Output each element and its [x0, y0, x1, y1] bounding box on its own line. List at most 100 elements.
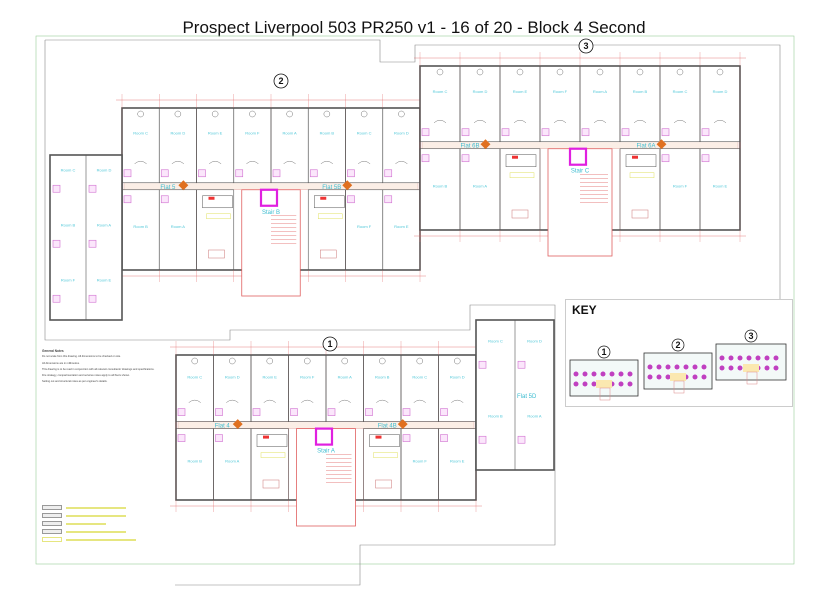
key-room-marker	[764, 365, 770, 371]
note: Setting out and structural notes as per …	[42, 380, 108, 384]
key-room-marker	[582, 371, 588, 377]
room-label: Room D	[171, 130, 186, 135]
key-room-marker	[647, 364, 653, 370]
bathroom-pod	[347, 195, 355, 204]
key-stair	[673, 380, 685, 394]
dining-table	[320, 249, 337, 259]
bathroom-pod	[661, 154, 670, 163]
riser-shaft	[568, 147, 588, 166]
bed	[263, 399, 276, 403]
flat-label: Flat 5	[160, 185, 176, 191]
key-stair	[599, 387, 611, 401]
kitchen-counter	[369, 434, 400, 447]
chair	[416, 357, 423, 365]
kitchen-counter	[625, 154, 657, 167]
stair-core	[547, 148, 613, 257]
stair-core	[296, 428, 356, 527]
room-label: Room E	[208, 130, 223, 135]
kitchen-counter	[256, 434, 288, 447]
key-block-number: 3	[748, 331, 753, 341]
bed	[633, 119, 647, 123]
flat-label: Flat 5D	[517, 394, 537, 400]
bathroom-pod	[215, 434, 223, 442]
bathroom-pod	[52, 184, 61, 193]
bathroom-pod	[160, 195, 169, 204]
room-label: Room D	[97, 168, 112, 173]
room-label: Room E	[513, 89, 528, 94]
room-label: Room B	[320, 130, 335, 135]
legend-row	[42, 521, 172, 526]
kitchen-annotation	[260, 452, 286, 458]
key-room-marker	[573, 381, 579, 387]
room-label: Room D	[394, 130, 409, 135]
chair	[266, 357, 273, 365]
key-room-marker	[618, 381, 624, 387]
bathroom-pod	[661, 128, 670, 137]
note: This drawing is to be read in conjunctio…	[42, 367, 155, 371]
bathroom-pod	[478, 360, 487, 369]
bed	[433, 119, 447, 123]
key-room-marker	[746, 355, 752, 361]
legend-row	[42, 537, 172, 542]
dining-table	[208, 249, 225, 259]
room-label: Room D	[713, 89, 728, 94]
room-label: Room F	[553, 89, 568, 94]
kitchen-counter	[314, 195, 345, 209]
chair	[556, 68, 564, 76]
room-label: Room D	[527, 339, 542, 344]
bathroom-pod	[581, 128, 590, 137]
key-room-marker	[627, 371, 633, 377]
block-number-circle	[322, 336, 338, 352]
key-diagram: 123	[569, 329, 787, 401]
chair	[191, 357, 198, 365]
bathroom-pod	[88, 239, 97, 248]
flat-label: Flat 6B	[460, 144, 479, 150]
bathroom-pod	[461, 154, 470, 163]
bathroom-pod	[235, 169, 244, 178]
key-stair	[746, 371, 758, 385]
key-room-marker	[600, 371, 606, 377]
room-label: Room F	[357, 224, 372, 229]
legend-row	[42, 513, 172, 518]
key-block	[715, 343, 787, 381]
kitchen	[363, 428, 402, 501]
chair	[596, 68, 604, 76]
fire-point-marker	[397, 419, 408, 430]
bed	[320, 161, 334, 164]
room-label: Room C	[412, 375, 427, 380]
room-label: Room C	[61, 168, 76, 173]
key-kitchen	[596, 380, 612, 388]
room-label: Room A	[97, 223, 112, 228]
hob	[512, 155, 518, 159]
general-notes: General Notes Do not scale from this dra…	[42, 349, 172, 387]
chair	[379, 357, 386, 365]
sheet-border	[35, 35, 795, 565]
key-title: KEY	[572, 303, 597, 317]
hob	[263, 435, 269, 439]
room-label: Room C	[357, 130, 372, 135]
room-label: Room C	[187, 375, 202, 380]
stair-label: Stair A	[317, 449, 335, 455]
hob	[208, 196, 215, 200]
note: Do not scale from this drawing. All dime…	[42, 355, 121, 359]
bed	[134, 161, 147, 164]
key-room-marker	[728, 355, 734, 361]
bed	[713, 119, 727, 123]
chair	[360, 110, 368, 118]
room-label: Room B	[488, 414, 503, 419]
notes-heading: General Notes	[42, 349, 64, 353]
room-label: Room A	[171, 224, 186, 229]
key-block	[643, 352, 713, 390]
room-label: Room B	[633, 89, 648, 94]
chair	[398, 110, 405, 118]
room-label: Room B	[433, 183, 448, 188]
key-block-number: 1	[601, 347, 606, 357]
room-label: Room E	[394, 224, 409, 229]
key-room-marker	[719, 365, 725, 371]
key-room-marker	[647, 374, 653, 380]
room-label: Room F	[673, 183, 688, 188]
key-room-marker	[755, 355, 761, 361]
key-room-marker	[737, 365, 743, 371]
key-room-marker	[683, 364, 689, 370]
fire-point-marker	[342, 180, 353, 191]
